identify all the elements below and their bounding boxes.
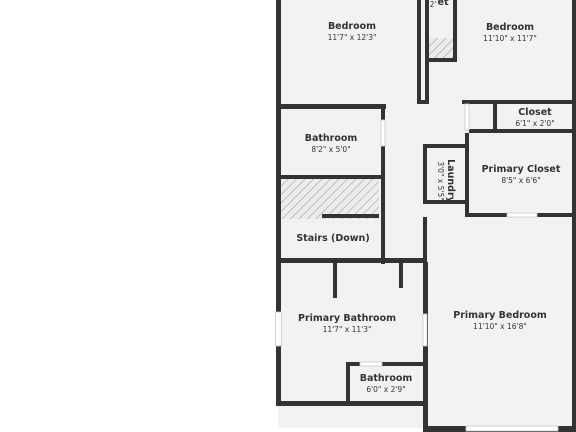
wall-primary-closet-bottom-b: [537, 213, 572, 217]
label-bedroom-left-name: Bedroom: [328, 21, 376, 32]
label-closet-top-dims: 2': [430, 0, 437, 9]
wall-bath-stub-a: [333, 258, 337, 298]
wall-closet-bottom: [469, 129, 572, 133]
wall-hall-right: [423, 217, 427, 262]
wall-bathroom-upper-right: [381, 104, 385, 264]
wall-small-bath-top-a: [346, 362, 360, 366]
wall-small-bath-top-b: [382, 362, 427, 366]
label-stairs-name: Stairs (Down): [296, 233, 369, 244]
shaft-hatch: [429, 38, 453, 58]
wall-laundry-top: [423, 144, 467, 148]
wall-laundry-bottom: [423, 200, 467, 204]
wall-row2-top-a: [276, 104, 386, 109]
wall-laundry-left: [423, 144, 427, 204]
label-bathroom-lower-name: Bathroom: [360, 373, 413, 384]
window-bottom: [465, 425, 559, 432]
label-closet-name: Closet: [518, 107, 552, 118]
wall-closet-shaft-bottom: [425, 58, 457, 62]
wall-primary-bed-left: [423, 262, 428, 432]
door-closet: [464, 103, 470, 131]
wall-bedroom-right-left: [425, 62, 429, 104]
label-bathroom-lower-dims: 6'0" x 2'9": [366, 385, 405, 394]
label-bedroom-right-dims: 11'10" x 11'7": [483, 34, 537, 43]
door-small-bath: [359, 361, 383, 367]
wall-closet-left: [493, 100, 497, 131]
label-bedroom-right-name: Bedroom: [486, 22, 534, 33]
door-primary-bed: [422, 313, 428, 347]
wall-row2-top-b: [417, 100, 429, 104]
wall-primary-closet-bottom: [465, 213, 507, 217]
window-primary-closet: [506, 212, 538, 218]
label-laundry-name: Laundry: [445, 159, 456, 203]
window-left: [275, 311, 282, 347]
label-bedroom-left-dims: 11'7" x 12'3": [328, 33, 377, 42]
wall-small-bath-left: [346, 362, 350, 404]
label-primary-bedroom-name: Primary Bedroom: [453, 310, 547, 321]
wall-closet-shaft-left: [425, 0, 429, 62]
label-closet-dims: 6'1" x 2'0": [515, 119, 554, 128]
wall-primary-bath-top: [276, 258, 427, 263]
label-primary-closet-dims: 8'5" x 6'6": [501, 176, 540, 185]
wall-bathroom-upper-bottom: [276, 175, 385, 179]
label-primary-bathroom-dims: 11'7" x 11'3": [323, 325, 372, 334]
wall-outer-right: [572, 0, 576, 432]
wall-bedroom-left-right: [417, 0, 421, 104]
label-laundry-dims: 3'0" x 5'5": [436, 161, 445, 200]
wall-bath-stub-b: [399, 258, 403, 288]
label-primary-bedroom-dims: 11'10" x 16'8": [473, 322, 527, 331]
wall-row2-top-c: [462, 100, 572, 104]
wall-outer-left: [276, 0, 281, 405]
wall-stair-rail: [322, 214, 379, 218]
label-bathroom-upper-name: Bathroom: [305, 133, 358, 144]
wall-bottom-left: [276, 401, 428, 406]
stairs-hatch: [281, 178, 379, 219]
label-primary-bathroom-name: Primary Bathroom: [298, 313, 396, 324]
label-primary-closet-name: Primary Closet: [482, 164, 561, 175]
label-bathroom-upper-dims: 8'2" x 5'0": [311, 145, 350, 154]
door-bath-upper: [380, 119, 386, 147]
wall-primary-closet-left: [465, 133, 469, 217]
wall-closet-shaft-right: [453, 0, 457, 62]
label-closet-top-name: et: [438, 0, 449, 8]
